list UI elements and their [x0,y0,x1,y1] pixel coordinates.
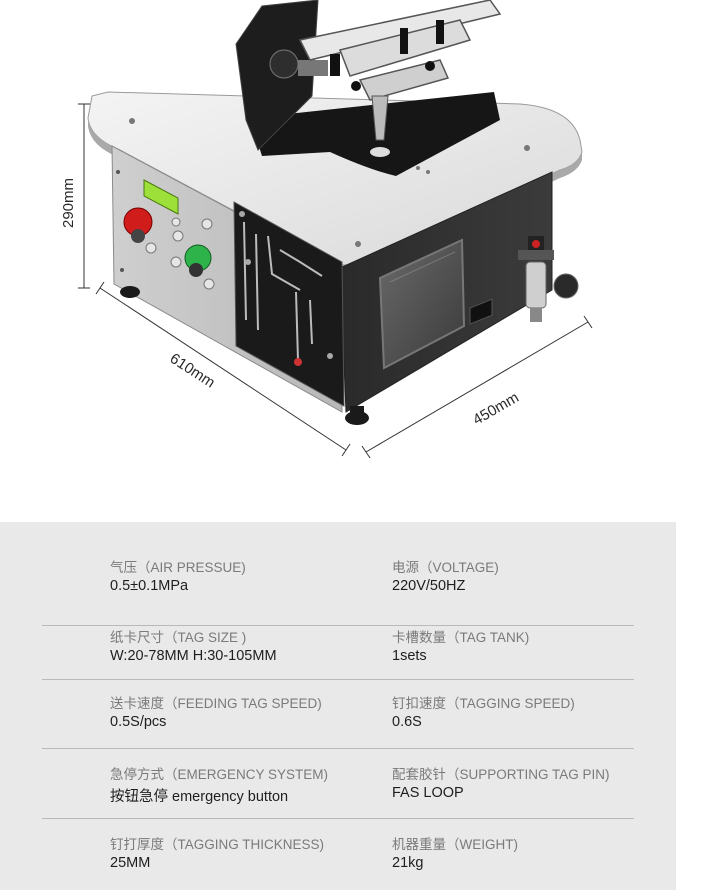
spec-row: 钉打厚度（TAGGING THICKNESS) 25MM 机器重量（WEIGHT… [42,833,634,883]
row-divider [42,748,634,749]
spec-value: 0.5±0.1MPa [110,578,189,594]
machine-illustration: 290mm 610mm 450mm [60,0,593,459]
spec-label: 卡槽数量（TAG TANK) [392,630,530,645]
viewing-window [378,238,466,370]
air-filter-regulator [518,236,579,322]
spec-label: 送卡速度（FEEDING TAG SPEED) [110,696,322,711]
spec-value: 1sets [392,648,427,664]
spec-value: 21kg [392,855,424,871]
height-dimension-label: 290mm [60,177,77,228]
spec-row: 急停方式（EMERGENCY SYSTEM) 按钮急停 emergency bu… [42,763,634,819]
spec-value: W:20-78MM H:30-105MM [110,648,277,664]
mechanism-panel [233,201,345,407]
spec-value: 0.6S [392,714,422,730]
spec-label: 机器重量（WEIGHT) [392,837,518,852]
spec-table: 气压（AIR PRESSUE) 0.5±0.1MPa 电源（VOLTAGE) 2… [0,522,676,890]
machine-drawing [78,0,593,459]
power-socket [469,298,493,325]
spec-value: 220V/50HZ [392,578,466,594]
spec-label: 配套胶针（SUPPORTING TAG PIN) [392,767,610,782]
spec-value: 按钮急停 emergency button [110,789,289,805]
foot [120,286,140,298]
row-divider [42,625,634,626]
spec-label: 急停方式（EMERGENCY SYSTEM) [110,767,329,782]
row-divider [42,818,634,819]
spec-label: 纸卡尺寸（TAG SIZE ) [110,630,247,645]
spec-row: 纸卡尺寸（TAG SIZE ) W:20-78MM H:30-105MM 卡槽数… [42,626,634,680]
spec-row: 气压（AIR PRESSUE) 0.5±0.1MPa 电源（VOLTAGE) 2… [42,556,634,626]
spec-row: 送卡速度（FEEDING TAG SPEED) 0.5S/pcs 钉扣速度（TA… [42,692,634,749]
spec-label: 气压（AIR PRESSUE) [110,560,246,575]
spec-value: 0.5S/pcs [110,714,167,730]
spec-label: 电源（VOLTAGE) [392,560,499,575]
spec-label: 钉扣速度（TAGGING SPEED) [392,696,575,711]
dimension-lines [78,103,593,459]
spec-value: FAS LOOP [392,785,464,801]
row-divider [42,679,634,680]
control-panel [116,170,215,290]
lcd-display [143,179,179,215]
spec-value: 25MM [110,855,151,871]
spec-label: 钉打厚度（TAGGING THICKNESS) [110,837,325,852]
